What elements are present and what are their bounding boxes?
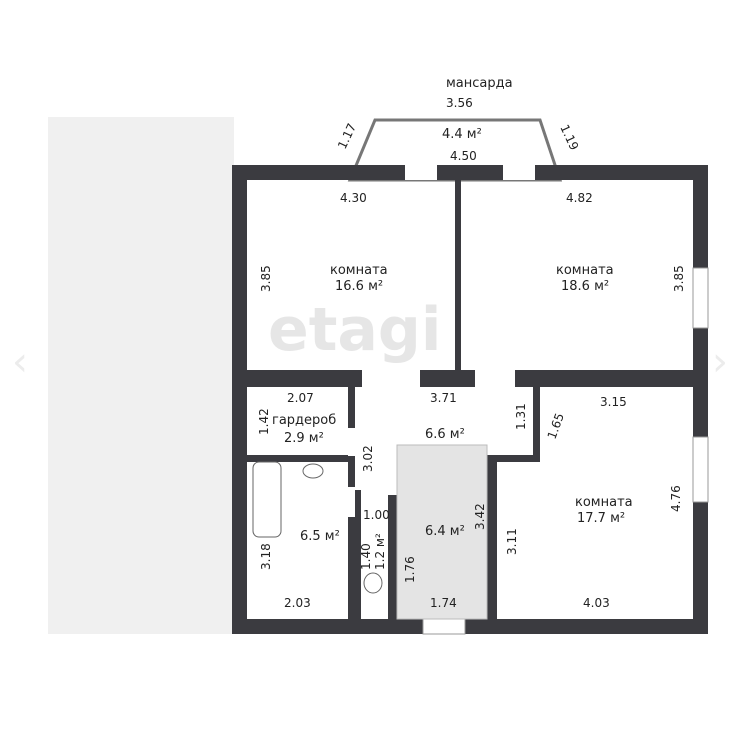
dim: 1.19 bbox=[557, 122, 581, 152]
room-area: 1.2 м² bbox=[373, 533, 387, 570]
area: 4.4 м² bbox=[442, 127, 482, 142]
dim: 1.40 bbox=[359, 543, 373, 570]
dim: 1.74 bbox=[430, 596, 457, 610]
dim: 2.03 bbox=[284, 596, 311, 610]
watermark: etagi bbox=[268, 295, 441, 365]
stair-room bbox=[396, 444, 488, 620]
dim: 4.50 bbox=[450, 149, 477, 163]
prev-arrow-icon[interactable]: ‹ bbox=[12, 339, 28, 385]
toilet-icon bbox=[363, 572, 383, 594]
dim: 4.03 bbox=[583, 596, 610, 610]
dim: 1.31 bbox=[514, 403, 528, 430]
dim: 3.18 bbox=[259, 543, 273, 570]
room-area: 18.6 м² bbox=[561, 279, 609, 294]
room-area: 2.9 м² bbox=[284, 431, 324, 446]
room-area: 6.6 м² bbox=[425, 427, 465, 442]
room-name: комната bbox=[330, 263, 388, 278]
room-name: гардероб bbox=[272, 413, 336, 428]
dim: 3.42 bbox=[473, 503, 487, 530]
dim: 4.30 bbox=[340, 191, 367, 205]
dim: 4.76 bbox=[669, 485, 683, 512]
dim: 1.65 bbox=[545, 411, 567, 441]
dim: 3.11 bbox=[505, 528, 519, 555]
openings bbox=[348, 165, 709, 635]
room-area: 16.6 м² bbox=[335, 279, 383, 294]
room-area: 6.5 м² bbox=[300, 529, 340, 544]
dim: 3.71 bbox=[430, 391, 457, 405]
dim: 3.56 bbox=[446, 96, 473, 110]
room-area: 17.7 м² bbox=[577, 511, 625, 526]
dim: 1.17 bbox=[335, 121, 359, 151]
next-arrow-icon[interactable]: › bbox=[712, 339, 728, 385]
outside-area bbox=[48, 117, 234, 634]
dim: 1.42 bbox=[257, 408, 271, 435]
dim: 3.85 bbox=[672, 265, 686, 292]
dim: 2.07 bbox=[287, 391, 314, 405]
dim: 3.15 bbox=[600, 395, 627, 409]
room-name: комната bbox=[556, 263, 614, 278]
walls bbox=[232, 165, 708, 634]
dim: 1.00 bbox=[363, 508, 390, 522]
balcony-label: мансарда bbox=[446, 76, 513, 91]
dim: 1.76 bbox=[403, 556, 417, 583]
sink-icon bbox=[302, 463, 324, 479]
room-name: комната bbox=[575, 495, 633, 510]
dim: 4.82 bbox=[566, 191, 593, 205]
room-area: 6.4 м² bbox=[425, 524, 465, 539]
bathtub-icon bbox=[252, 461, 282, 538]
dim: 3.85 bbox=[259, 265, 273, 292]
dim: 3.02 bbox=[361, 445, 375, 472]
